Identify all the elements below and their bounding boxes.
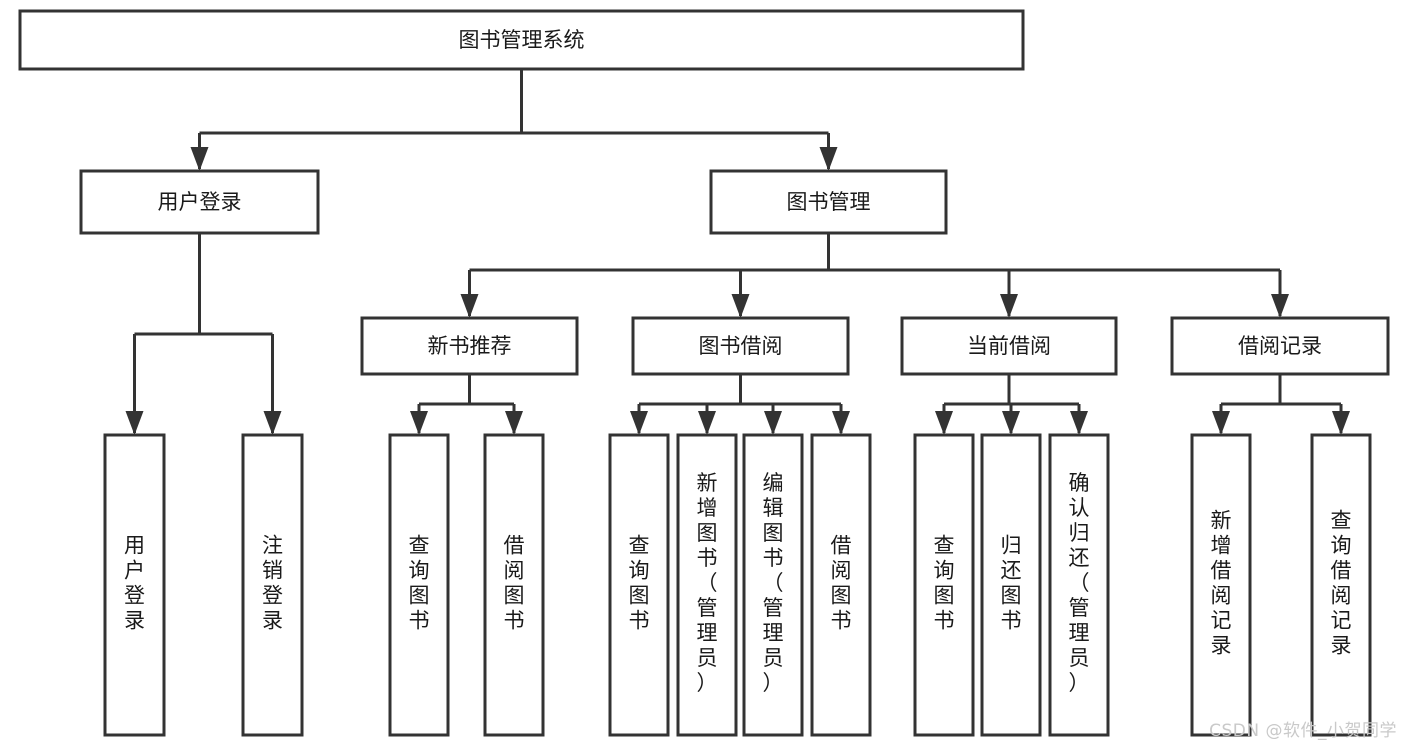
node-layer: 图书管理系统用户登录图书管理新书推荐图书借阅当前借阅借阅记录用户登录注销登录查询…: [18, 9, 1390, 737]
node-label-leaf-add-borrow-record: 新增借阅记录: [1211, 509, 1232, 658]
node-label-borrow-records: 借阅记录: [1238, 334, 1322, 358]
node-leaf-query-book-borrow[interactable]: 查询图书: [608, 433, 670, 737]
arrow-head-icon-leaf-borrow-book-recommend: [505, 411, 523, 435]
node-leaf-add-book-admin[interactable]: 新增图书（管理员）: [676, 433, 738, 737]
node-leaf-query-book-current[interactable]: 查询图书: [913, 433, 975, 737]
node-box-leaf-add-borrow-record: [1190, 433, 1252, 737]
node-leaf-return-book[interactable]: 归还图书: [980, 433, 1042, 737]
node-box-borrow-records: [1170, 316, 1390, 376]
node-box-leaf-edit-book-admin: [742, 433, 804, 737]
node-label-leaf-add-book-admin: 新增图书（管理员）: [697, 471, 718, 695]
arrow-head-icon-current-borrow: [1000, 294, 1018, 318]
arrow-head-icon-leaf-query-book-recommend: [410, 411, 428, 435]
node-new-book-recommend[interactable]: 新书推荐: [360, 316, 579, 376]
node-label-leaf-query-book-recommend: 查询图书: [409, 534, 430, 633]
node-box-leaf-query-book-recommend: [388, 433, 450, 737]
node-label-root: 图书管理系统: [459, 28, 585, 52]
node-box-new-book-recommend: [360, 316, 579, 376]
node-box-book-borrow: [631, 316, 850, 376]
arrow-head-icon-leaf-add-book-admin: [698, 411, 716, 435]
arrow-head-icon-book-borrow: [731, 294, 750, 318]
node-label-leaf-borrow-book: 借阅图书: [831, 534, 852, 633]
node-label-leaf-logout-login: 注销登录: [262, 534, 283, 633]
node-label-book-borrow: 图书借阅: [699, 334, 783, 358]
arrow-head-icon-borrow-records: [1271, 294, 1289, 318]
node-leaf-logout-login[interactable]: 注销登录: [241, 433, 304, 737]
node-label-leaf-confirm-return-admin: 确认归还（管理员）: [1069, 471, 1090, 695]
node-label-leaf-return-book: 归还图书: [1001, 534, 1022, 633]
node-label-current-borrow: 当前借阅: [967, 334, 1051, 358]
arrow-head-icon-leaf-query-book-borrow: [630, 411, 648, 435]
watermark-text: CSDN @软件_小贺同学: [1209, 721, 1397, 741]
arrow-head-icon-leaf-query-book-current: [935, 411, 953, 435]
node-leaf-user-login[interactable]: 用户登录: [103, 433, 166, 737]
arrow-head-icon-leaf-logout-login: [263, 411, 282, 435]
node-box-leaf-borrow-book-recommend: [483, 433, 545, 737]
connector-layer: [125, 69, 1350, 435]
node-leaf-borrow-book[interactable]: 借阅图书: [810, 433, 872, 737]
node-label-leaf-edit-book-admin: 编辑图书（管理员）: [763, 471, 784, 695]
arrow-head-icon-leaf-return-book: [1002, 411, 1020, 435]
node-box-root: [18, 9, 1025, 71]
node-label-leaf-borrow-book-recommend: 借阅图书: [504, 534, 525, 633]
node-box-leaf-query-book-current: [913, 433, 975, 737]
node-book-management[interactable]: 图书管理: [709, 169, 948, 235]
node-label-leaf-query-book-current: 查询图书: [934, 534, 955, 633]
arrow-head-icon-new-book-recommend: [460, 294, 479, 318]
node-label-user-login: 用户登录: [158, 190, 242, 214]
node-box-book-management: [709, 169, 948, 235]
node-leaf-edit-book-admin[interactable]: 编辑图书（管理员）: [742, 433, 804, 737]
node-box-leaf-add-book-admin: [676, 433, 738, 737]
node-box-leaf-query-book-borrow: [608, 433, 670, 737]
arrow-head-icon-leaf-borrow-book: [832, 411, 850, 435]
node-book-borrow[interactable]: 图书借阅: [631, 316, 850, 376]
node-box-user-login: [79, 169, 320, 235]
node-box-leaf-borrow-book: [810, 433, 872, 737]
arrow-head-icon-leaf-confirm-return-admin: [1070, 411, 1088, 435]
node-box-leaf-query-borrow-record: [1310, 433, 1372, 737]
node-label-leaf-query-book-borrow: 查询图书: [629, 534, 650, 633]
node-box-leaf-logout-login: [241, 433, 304, 737]
node-box-leaf-confirm-return-admin: [1048, 433, 1110, 737]
arrow-head-icon-leaf-query-borrow-record: [1332, 411, 1350, 435]
arrow-head-icon-book-management: [819, 147, 838, 171]
node-box-leaf-return-book: [980, 433, 1042, 737]
node-label-leaf-query-borrow-record: 查询借阅记录: [1331, 509, 1352, 658]
node-leaf-add-borrow-record[interactable]: 新增借阅记录: [1190, 433, 1252, 737]
node-borrow-records[interactable]: 借阅记录: [1170, 316, 1390, 376]
node-leaf-confirm-return-admin[interactable]: 确认归还（管理员）: [1048, 433, 1110, 737]
arrow-head-icon-user-login: [190, 147, 209, 171]
node-label-new-book-recommend: 新书推荐: [428, 334, 512, 358]
node-leaf-borrow-book-recommend[interactable]: 借阅图书: [483, 433, 545, 737]
node-leaf-query-borrow-record[interactable]: 查询借阅记录: [1310, 433, 1372, 737]
arrow-head-icon-leaf-edit-book-admin: [764, 411, 782, 435]
node-label-book-management: 图书管理: [787, 190, 871, 214]
node-leaf-query-book-recommend[interactable]: 查询图书: [388, 433, 450, 737]
arrow-head-icon-leaf-add-borrow-record: [1212, 411, 1230, 435]
node-box-leaf-user-login: [103, 433, 166, 737]
node-label-leaf-user-login: 用户登录: [124, 534, 145, 633]
node-current-borrow[interactable]: 当前借阅: [900, 316, 1118, 376]
node-user-login[interactable]: 用户登录: [79, 169, 320, 235]
node-root[interactable]: 图书管理系统: [18, 9, 1025, 71]
node-box-current-borrow: [900, 316, 1118, 376]
arrow-head-icon-leaf-user-login: [125, 411, 144, 435]
